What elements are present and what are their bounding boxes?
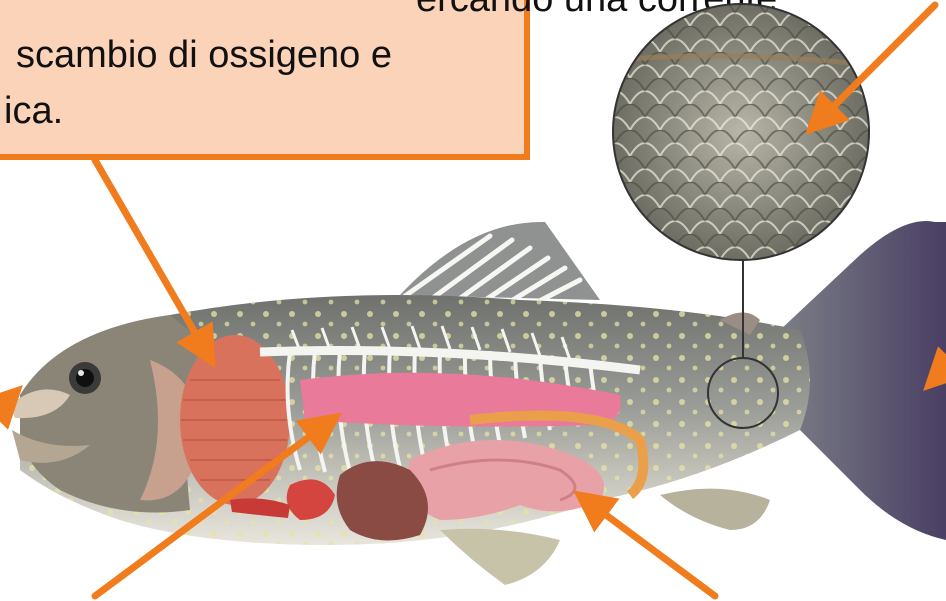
scale-closeup xyxy=(613,4,869,260)
arrow-mouth xyxy=(0,400,8,408)
anal-fin xyxy=(660,489,770,530)
pelvic-fin xyxy=(440,529,560,585)
